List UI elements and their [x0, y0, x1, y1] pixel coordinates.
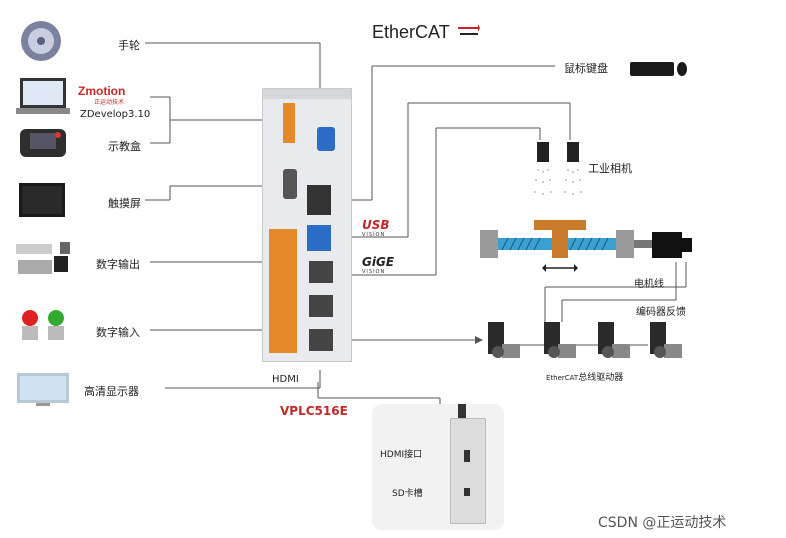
label-encoder-feedback: 编码器反馈: [636, 307, 686, 318]
servo-driver-1: [484, 322, 522, 364]
lan2-port: [309, 261, 333, 283]
zmotion-brand: Zmotion: [78, 84, 126, 98]
label-camera: 工业相机: [588, 162, 632, 175]
gige-sub: VISION: [362, 269, 386, 275]
side-sd-slot-marker: [464, 488, 470, 496]
usb3-ports: [307, 225, 331, 251]
label-handwheel: 手轮: [118, 39, 140, 52]
controller-top-strip: [263, 89, 351, 99]
usb3-vision-logo: USB VISION: [362, 218, 390, 238]
side-view-panel: [372, 404, 504, 530]
label-teach-pendant: 示教盒: [108, 140, 141, 153]
label-zdevelop: ZDevelop3.10: [80, 109, 151, 120]
servo-driver-3: [594, 322, 632, 364]
label-digital-input: 数字输入: [96, 326, 140, 339]
label-hd-monitor: 高清显示器: [84, 385, 139, 398]
orange-terminal-io: [269, 229, 297, 353]
ethercat-logo: EtherCAT: [372, 22, 450, 43]
label-touchscreen: 触摸屏: [108, 197, 141, 210]
digital-input-image: [14, 308, 72, 350]
usb3-sub: VISION: [362, 232, 386, 238]
camera-right-image: [562, 142, 584, 202]
watermark: CSDN @正运动技术: [598, 515, 727, 531]
hd-monitor-image: [16, 372, 70, 408]
label-motor-line: 电机线: [634, 279, 664, 290]
gige-vision-logo: GiGE VISION: [362, 255, 394, 275]
usb3-text: USB: [362, 218, 390, 232]
controller-model: VPLC516E: [280, 404, 348, 418]
linear-axis-image: [480, 218, 696, 274]
digital-output-image: [12, 238, 74, 286]
label-hdmi: HDMI: [272, 374, 299, 385]
servo-driver-2: [540, 322, 578, 364]
side-hdmi-port-marker: [464, 450, 470, 462]
label-hdmi-port: HDMI接口: [380, 450, 423, 460]
controller-body: [262, 88, 352, 362]
touchscreen-image: [18, 182, 66, 220]
camera-left-image: [532, 142, 554, 202]
lan1-port: [309, 295, 333, 317]
label-keyboard-mouse: 鼠标键盘: [564, 62, 608, 75]
ethercat-text: EtherCAT: [372, 22, 450, 42]
handwheel-image: [20, 20, 62, 62]
gige-text: GiGE: [362, 255, 395, 269]
teach-pendant-image: [18, 125, 68, 161]
ethercat-port: [309, 329, 333, 351]
label-sd-slot: SD卡槽: [392, 489, 423, 499]
keyboard-image: [630, 58, 688, 78]
bus-driver-text: 总线驱动器: [578, 373, 624, 383]
rs232-port: [317, 127, 335, 151]
laptop-image: [14, 76, 72, 120]
bus-driver-label: EtherCAT总线驱动器: [546, 370, 623, 383]
orange-terminal-top: [283, 103, 295, 143]
dvi-port: [283, 169, 297, 199]
servo-driver-4: [646, 322, 684, 364]
usb2-ports: [307, 185, 331, 215]
bus-driver-prefix: EtherCAT: [546, 374, 579, 382]
label-digital-output: 数字输出: [96, 258, 140, 271]
zmotion-logo: Zmotion 正运动技术: [78, 84, 125, 106]
side-view-cable: [458, 404, 466, 418]
zmotion-subtitle: 正运动技术: [94, 99, 125, 106]
side-view-device: [450, 418, 486, 524]
